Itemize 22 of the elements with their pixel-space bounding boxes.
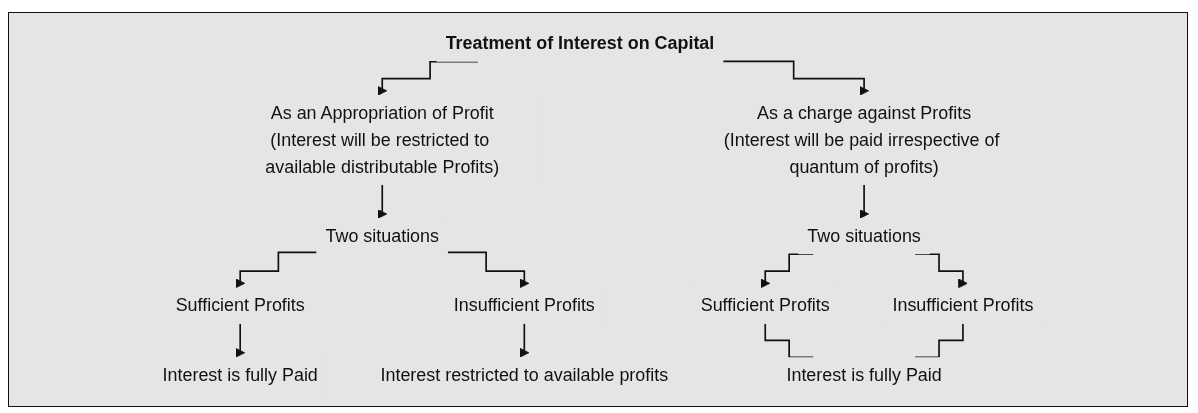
arrow <box>377 60 479 96</box>
arrow <box>722 60 869 96</box>
node-text: As a charge against Profits (Interest will be paid irrespective of quantum of profits) <box>723 103 1000 176</box>
node-text: Two situations <box>325 226 439 246</box>
diagram-panel: Treatment of Interest on Capital As an Appropriation of Profit (Interest will be restricted to available distributable Profits) As a charge against Profits (Interest will be paid irrespective of quantum of profits) Two situations Two situations Sufficient Profits Insufficient Profits Sufficient Profits Insufficient Profits Interest is fully Paid Interest restricted to available profits Interest is fully Paid <box>8 12 1188 407</box>
arrow <box>519 322 530 358</box>
node-text: Sufficient Profits <box>700 295 830 315</box>
node-text: Interest is fully Paid <box>786 365 942 385</box>
node-text: Interest restricted to available profits <box>380 365 669 385</box>
connector <box>764 322 814 359</box>
node-text: Treatment of Interest on Capital <box>445 33 715 53</box>
node-text: Interest is fully Paid <box>162 365 318 385</box>
connector <box>914 322 964 359</box>
node-text: Insufficient Profits <box>892 295 1034 315</box>
arrow <box>377 184 388 219</box>
arrow <box>235 322 246 358</box>
node-text: Insufficient Profits <box>453 295 595 315</box>
arrow <box>447 251 530 289</box>
node-text: As an Appropriation of Profit (Interest will be restricted to available distributable Profits) <box>265 103 500 176</box>
arrow <box>859 184 869 219</box>
node-text: Sufficient Profits <box>175 295 305 315</box>
arrow <box>235 251 318 289</box>
